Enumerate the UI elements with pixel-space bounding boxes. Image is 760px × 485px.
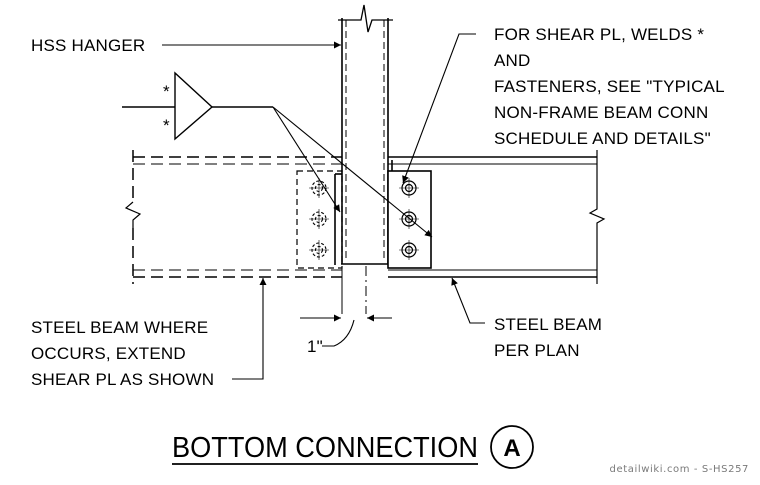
leader-steel-beam-per-plan [451, 277, 485, 324]
steel-beam-per-plan [388, 150, 606, 284]
note-line: PER PLAN [494, 341, 580, 360]
drawing-title: BOTTOM CONNECTION [172, 432, 478, 464]
bolts-right [399, 178, 419, 260]
watermark: detailwiki.com - S-HS257 [610, 464, 749, 475]
note-line: SHEAR PL AS SHOWN [31, 370, 214, 389]
leader-shear-pl-note [402, 33, 476, 184]
bolts-left [309, 178, 329, 260]
weld-symbol [122, 71, 273, 141]
leaders [162, 33, 485, 380]
bolt [399, 209, 419, 229]
note-line: NON-FRAME BEAM CONN [494, 103, 708, 122]
note-line: SCHEDULE AND DETAILS" [494, 129, 711, 148]
weld-marks [334, 160, 393, 265]
bolt [309, 209, 329, 229]
bolt [309, 240, 329, 260]
weld-symbol-mark-bottom: * [163, 116, 170, 135]
label-hss-hanger: HSS HANGER [31, 36, 145, 55]
note-line: AND [494, 51, 531, 70]
note-line: FOR SHEAR PL, WELDS * [494, 25, 704, 44]
detail-badge [490, 425, 534, 469]
weld-symbol-mark-top: * [163, 82, 170, 101]
note-line: FASTENERS, SEE "TYPICAL [494, 77, 725, 96]
hss-hanger [338, 4, 393, 314]
note-line: STEEL BEAM [494, 315, 602, 334]
shear-plate [387, 170, 432, 269]
left-beam-break [124, 201, 142, 228]
dimension-leader [322, 319, 355, 347]
note-steel-beam-where: STEEL BEAM WHERE OCCURS, EXTEND SHEAR PL… [31, 318, 214, 389]
bolt [399, 178, 419, 198]
bolt [399, 240, 419, 260]
note-line: OCCURS, EXTEND [31, 344, 186, 363]
shear-plate-extension [296, 170, 343, 269]
steel-beam-where-occurs [132, 150, 342, 284]
leader-weld-1 [272, 106, 341, 213]
detail-badge-letter: A [503, 435, 520, 462]
leader-weld-2 [272, 106, 433, 238]
note-shear-pl: FOR SHEAR PL, WELDS * AND FASTENERS, SEE… [494, 25, 725, 148]
note-steel-beam-per-plan: STEEL BEAM PER PLAN [494, 315, 602, 360]
leader-steel-beam-where [232, 278, 267, 380]
note-line: STEEL BEAM WHERE [31, 318, 208, 337]
bolt [309, 178, 329, 198]
dimension-label: 1" [307, 337, 323, 356]
